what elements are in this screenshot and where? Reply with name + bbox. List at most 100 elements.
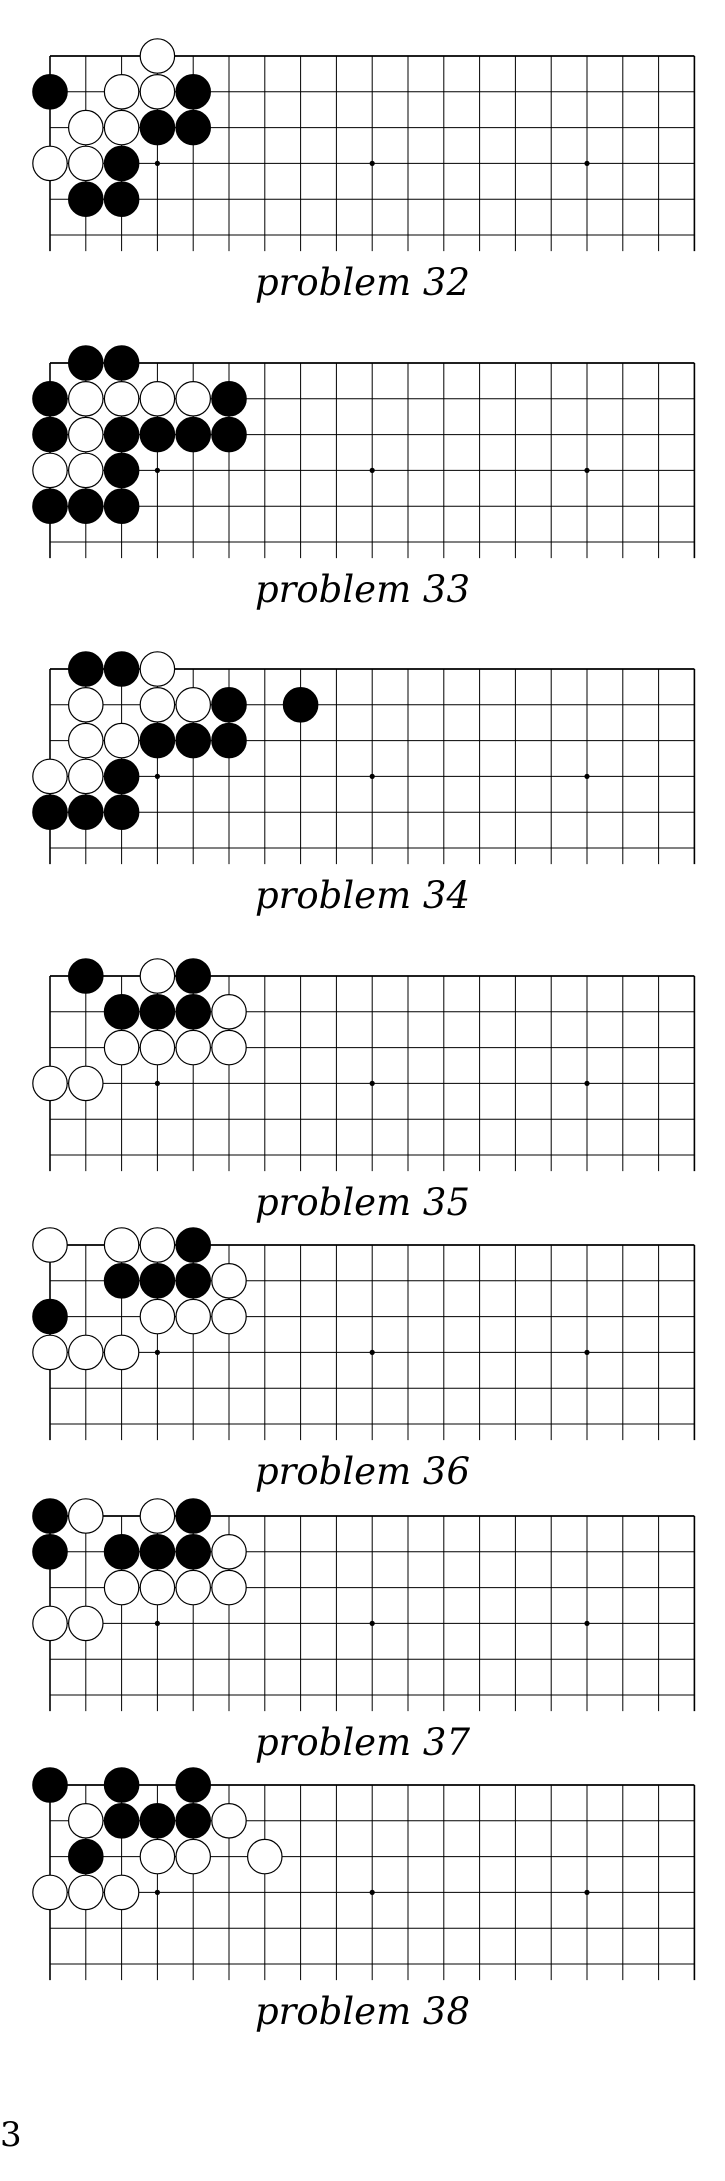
star-point (584, 1620, 590, 1626)
go-board (32, 1498, 696, 1712)
problem-caption: problem 34 (255, 874, 470, 917)
white-stone (68, 758, 104, 795)
star-point (369, 1889, 375, 1895)
go-board (32, 1227, 696, 1441)
black-stone (103, 488, 140, 525)
white-stone (68, 1874, 104, 1911)
white-stone (175, 1838, 212, 1875)
black-stone (103, 1534, 140, 1570)
white-stone (32, 1605, 68, 1642)
white-stone (103, 1334, 140, 1371)
white-stone (103, 1874, 140, 1911)
black-stone (32, 488, 68, 525)
black-stone (211, 381, 247, 417)
star-point (154, 1349, 160, 1355)
white-stone (175, 381, 212, 417)
white-stone (103, 109, 140, 146)
white-stone (175, 1298, 212, 1335)
white-stone (68, 1334, 104, 1371)
white-stone (211, 1263, 247, 1299)
white-stone (211, 994, 247, 1030)
star-point (369, 1349, 375, 1355)
black-stone (32, 1498, 68, 1534)
white-stone (103, 722, 140, 759)
black-stone (103, 651, 140, 687)
white-stone (175, 1569, 212, 1606)
black-stone (68, 345, 104, 381)
white-stone (211, 1298, 247, 1335)
star-point (369, 773, 375, 779)
black-stone (103, 994, 140, 1030)
star-point (584, 1080, 590, 1086)
black-stone (32, 381, 68, 417)
black-stone (68, 1838, 104, 1875)
black-stone (175, 1803, 212, 1839)
white-stone (175, 1029, 212, 1066)
white-stone (139, 651, 176, 687)
white-stone (211, 1029, 247, 1066)
white-stone (68, 109, 104, 146)
black-stone (175, 1498, 212, 1534)
go-board (32, 958, 696, 1172)
white-stone (32, 1334, 68, 1371)
white-stone (68, 1065, 104, 1102)
white-stone (139, 381, 176, 417)
black-stone (175, 1227, 212, 1263)
black-stone (175, 958, 212, 994)
white-stone (68, 687, 104, 723)
white-stone (139, 74, 176, 110)
black-stone (175, 994, 212, 1030)
black-stone (103, 345, 140, 381)
star-point (369, 1080, 375, 1086)
white-stone (32, 145, 68, 182)
white-stone (103, 1227, 140, 1263)
white-stone (139, 1838, 176, 1875)
black-stone (175, 1263, 212, 1299)
white-stone (68, 381, 104, 417)
black-stone (139, 109, 176, 146)
white-stone (139, 1298, 176, 1335)
star-point (154, 160, 160, 166)
black-stone (32, 794, 68, 831)
star-point (154, 1889, 160, 1895)
star-point (154, 1080, 160, 1086)
white-stone (32, 452, 68, 489)
black-stone (103, 1803, 140, 1839)
black-stone (68, 958, 104, 994)
star-point (369, 1620, 375, 1626)
black-stone (103, 794, 140, 831)
black-stone (68, 488, 104, 525)
black-stone (175, 722, 212, 759)
black-stone (139, 994, 176, 1030)
black-stone (211, 687, 247, 723)
black-stone (103, 181, 140, 218)
white-stone (103, 381, 140, 417)
white-stone (211, 1569, 247, 1606)
star-point (584, 467, 590, 473)
black-stone (32, 1534, 68, 1570)
black-stone (103, 758, 140, 795)
black-stone (32, 74, 68, 110)
star-point (369, 467, 375, 473)
problem-caption: problem 36 (255, 1450, 470, 1493)
white-stone (139, 38, 176, 74)
black-stone (103, 1767, 140, 1803)
white-stone (246, 1838, 283, 1875)
black-stone (103, 145, 140, 182)
black-stone (175, 1767, 212, 1803)
star-point (584, 1889, 590, 1895)
black-stone (175, 109, 212, 146)
white-stone (103, 1029, 140, 1066)
white-stone (139, 1227, 176, 1263)
star-point (154, 467, 160, 473)
go-board (32, 345, 696, 559)
black-stone (139, 1534, 176, 1570)
star-point (369, 160, 375, 166)
go-board (32, 38, 696, 252)
black-stone (211, 722, 247, 759)
star-point (584, 1349, 590, 1355)
white-stone (32, 1874, 68, 1911)
white-stone (175, 687, 212, 723)
star-point (584, 160, 590, 166)
